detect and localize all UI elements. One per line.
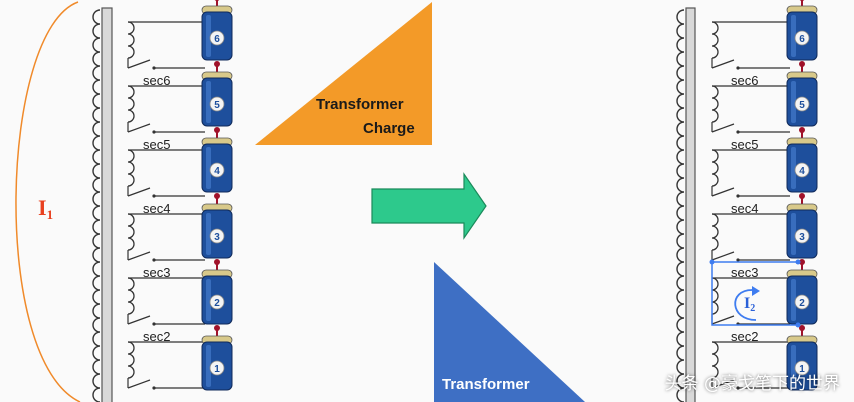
cell-number: 6 [214, 34, 220, 45]
discharge-triangle-line1: Transformer [442, 376, 530, 393]
section-label: sec2 [143, 329, 170, 344]
cell-number: 5 [799, 100, 805, 111]
cell-number: 1 [214, 364, 220, 375]
current-label-i1: I1 [38, 195, 53, 222]
secondary-winding-segment: sec6 [711, 21, 790, 88]
battery-cell: 5 [786, 61, 818, 127]
left-primary-coil [92, 9, 101, 402]
secondary-winding-segment: sec5 [711, 85, 790, 152]
section-label: sec4 [143, 201, 170, 216]
right-transformer-core [685, 7, 696, 402]
battery-cell: 3 [201, 193, 233, 259]
battery-cell: 4 [201, 127, 233, 193]
section-label: sec2 [731, 329, 758, 344]
battery-cell: 4 [786, 127, 818, 193]
secondary-winding-segment: sec4 [127, 149, 205, 216]
transition-arrow [371, 172, 487, 240]
secondary-winding-segment: sec6 [127, 21, 205, 88]
section-label: sec3 [731, 265, 758, 280]
right-secondary-windings: sec6 sec5 sec4 sec3 sec2 [711, 21, 790, 390]
cell-number: 3 [214, 232, 220, 243]
battery-cell: 1 [786, 325, 818, 391]
battery-cell: 6 [201, 0, 233, 61]
section-label: sec5 [731, 137, 758, 152]
charge-triangle-line1: Transformer [316, 96, 404, 113]
battery-cell: 2 [786, 259, 818, 325]
charge-triangle [255, 2, 432, 145]
battery-cell: 3 [786, 193, 818, 259]
section-label: sec4 [731, 201, 758, 216]
charge-triangle-line2: Charge [363, 120, 415, 137]
secondary-winding-segment [711, 341, 790, 390]
cell-number: 6 [799, 34, 805, 45]
watermark-text: 头条 @豪戈笔下的世界 [664, 374, 840, 394]
section-label: sec6 [143, 73, 170, 88]
secondary-winding-segment [127, 341, 205, 390]
cell-number: 1 [799, 364, 805, 375]
section-label: sec5 [143, 137, 170, 152]
secondary-current-path [709, 259, 801, 328]
battery-cell: 1 [201, 325, 233, 391]
secondary-winding-segment: sec5 [127, 85, 205, 152]
primary-current-loop [15, 1, 81, 402]
left-secondary-windings: sec6 sec5 sec4 sec3 sec2 [127, 21, 205, 390]
secondary-winding-segment: sec2 [711, 277, 790, 344]
cell-number: 3 [799, 232, 805, 243]
battery-cell: 6 [786, 0, 818, 61]
left-transformer-core [101, 7, 113, 402]
cell-number: 2 [799, 298, 805, 309]
secondary-winding-segment: sec3 [711, 213, 790, 280]
cell-number: 5 [214, 100, 220, 111]
current-label-i2: I2 [744, 295, 755, 314]
battery-cell: 5 [201, 61, 233, 127]
left-cell-stack: 6 5 4 3 2 1 [201, 0, 233, 391]
cell-number: 2 [214, 298, 220, 309]
secondary-winding-segment: sec3 [127, 213, 205, 280]
section-label: sec6 [731, 73, 758, 88]
right-cell-stack: 6 5 4 3 2 1 [786, 0, 818, 391]
secondary-winding-segment: sec4 [711, 149, 790, 216]
secondary-winding-segment: sec2 [127, 277, 205, 344]
cell-number: 4 [799, 166, 805, 177]
cell-number: 4 [214, 166, 220, 177]
section-label: sec3 [143, 265, 170, 280]
discharge-triangle [434, 262, 585, 402]
battery-cell: 2 [201, 259, 233, 325]
right-primary-coil [676, 9, 685, 402]
